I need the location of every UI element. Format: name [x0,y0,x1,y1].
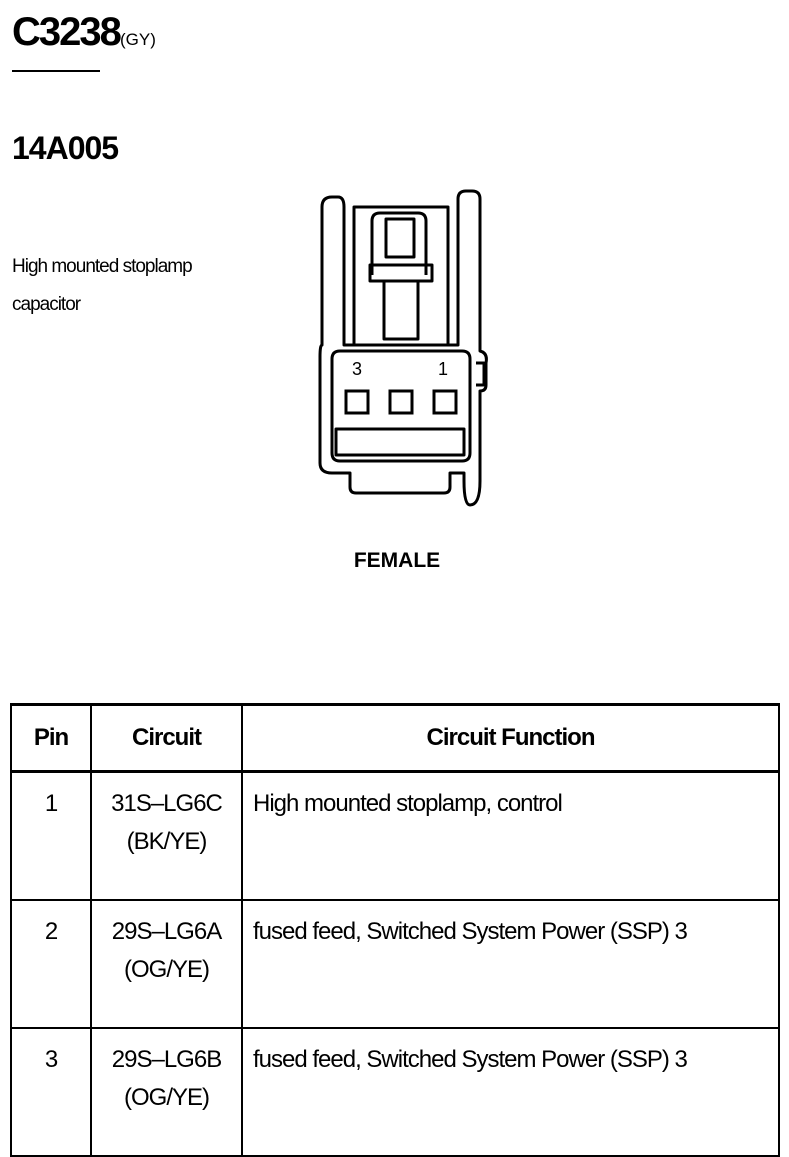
table-row: 2 29S–LG6A (OG/YE) fused feed, Switched … [10,899,780,1029]
pin-number: 3 [10,1027,92,1157]
circuit-function: fused feed, Switched System Power (SSP) … [241,1027,780,1157]
wire-color: (BK/YE) [126,828,208,855]
circuit-cell: 29S–LG6A (OG/YE) [90,899,243,1029]
cavity-1 [432,389,458,415]
wire-color: (OG/YE) [123,956,210,983]
connector-latch-stem [382,281,420,341]
part-number: 14A005 [12,130,119,166]
connector-top-body [352,205,450,345]
circuit-function: High mounted stoplamp, control [241,770,780,901]
component-description: High mounted stoplamp capacitor [12,248,212,324]
header-circuit: Circuit [90,703,243,773]
table-row: 3 29S–LG6B (OG/YE) fused feed, Switched … [10,1027,780,1157]
cavity-label-3: 3 [352,359,362,379]
connector-color: (GY) [120,30,156,49]
connector-latch-bar [368,263,434,283]
circuit-function: fused feed, Switched System Power (SSP) … [241,899,780,1029]
connector-id-underline [12,70,100,72]
cavity-label-1: 1 [438,359,448,379]
cavity-2 [388,389,414,415]
connector-shell [318,189,488,507]
circuit-id: 31S–LG6C [111,790,223,817]
connector-face-panel [330,349,472,463]
pinout-table: Pin Circuit Circuit Function 1 31S–LG6C … [10,703,780,1157]
connector-latch-tab [384,217,416,259]
circuit-cell: 31S–LG6C (BK/YE) [90,770,243,901]
table-row: 1 31S–LG6C (BK/YE) High mounted stoplamp… [10,770,780,901]
wire-color: (OG/YE) [123,1084,210,1111]
description-line-1: High mounted stoplamp [12,256,193,277]
cavity-3 [344,389,370,415]
connector-gender-label: FEMALE [353,549,441,572]
connector-id: C3238 [12,10,122,54]
pin-number: 1 [10,770,92,901]
connector-bottom-slot [334,427,466,457]
circuit-id: 29S–LG6A [111,918,222,945]
circuit-cell: 29S–LG6B (OG/YE) [90,1027,243,1157]
header-pin: Pin [10,703,92,773]
connector-latch-frame [370,211,428,275]
pin-number: 2 [10,899,92,1029]
header-circuit-function: Circuit Function [241,703,780,773]
connector-face-diagram: 3 1 [318,189,488,507]
description-line-2: capacitor [12,294,81,315]
table-header-row: Pin Circuit Circuit Function [10,703,780,773]
circuit-id: 29S–LG6B [111,1046,222,1073]
connector-side-lock [476,361,486,387]
